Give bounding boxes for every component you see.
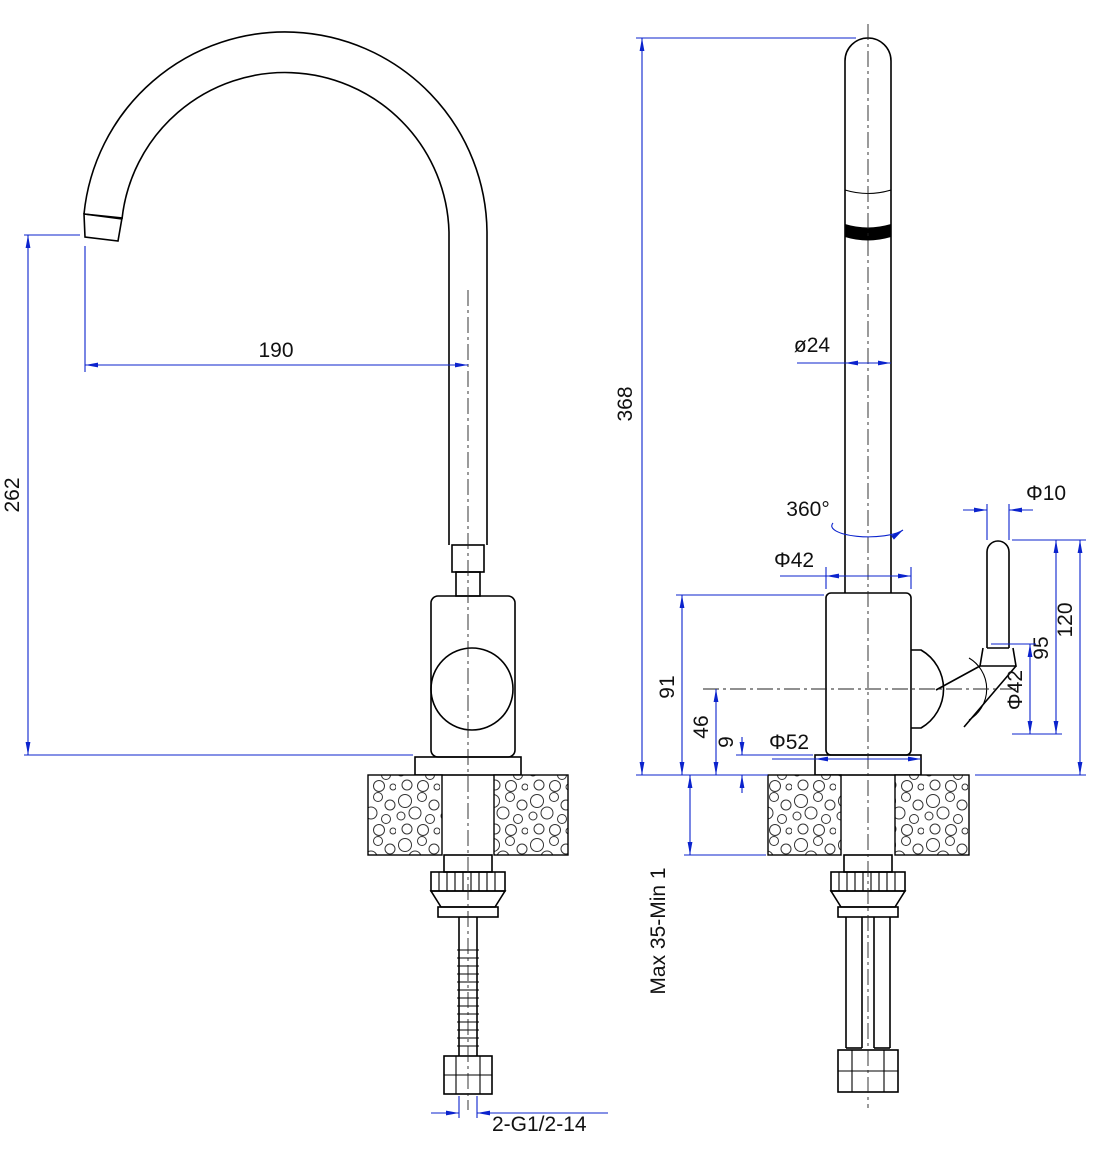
- dim-base-diameter: Φ52: [769, 731, 921, 762]
- dim-label-body-diameter: Φ42: [774, 549, 814, 572]
- dim-swivel-angle: 360°: [786, 498, 904, 540]
- dim-label-inlet-thread: 2-G1/2-14: [492, 1113, 587, 1136]
- dim-spout-height: 262: [1, 234, 413, 756]
- dim-label-base-diameter: Φ52: [769, 731, 809, 754]
- dim-label-overall-height: 368: [614, 386, 637, 421]
- side-view: [703, 24, 1017, 1108]
- dim-label-handle-top-to-joint-bottom: 95: [1030, 636, 1053, 659]
- dim-label-joint-diameter: Φ42: [1004, 670, 1027, 710]
- dim-body-diameter: Φ42: [774, 549, 912, 589]
- dim-handle-top-to-deck: 120: [975, 539, 1086, 776]
- knurl-ribs: [838, 872, 896, 891]
- aerator-band: [845, 224, 891, 241]
- dim-spout-reach: 190: [84, 246, 468, 372]
- gooseneck-spout: [83, 31, 488, 545]
- swivel-arc: [831, 522, 904, 540]
- knurl-ribs: [438, 872, 496, 891]
- dim-label-base-plate-thickness: 9: [715, 736, 738, 748]
- spout-tip-cap: [83, 213, 123, 242]
- dim-spout-tube-diameter: ø24: [794, 334, 891, 366]
- handle-ball-front: [430, 647, 514, 731]
- spout-tube-side: [844, 37, 892, 593]
- handle-lever-side: [911, 540, 1017, 729]
- dim-handle-lever-diameter: Φ10: [963, 482, 1066, 540]
- ball-joint: [911, 649, 945, 729]
- dim-inlet-thread: 2-G1/2-14: [431, 1096, 608, 1136]
- dim-label-body-height-above-deck: 91: [656, 675, 679, 698]
- mounting-hardware-side: [829, 854, 907, 1093]
- front-view: [83, 31, 569, 1110]
- faucet-body-front: [430, 595, 516, 758]
- dim-overall-height: 368: [614, 37, 856, 776]
- faucet-body-side: [825, 592, 912, 756]
- dim-label-spout-reach: 190: [258, 339, 293, 362]
- dim-label-swivel-angle: 360°: [786, 498, 829, 521]
- dim-body-height-above-deck: 91: [656, 594, 824, 775]
- dim-handle-axis-height: 46: [690, 689, 719, 775]
- dim-base-plate-thickness: 9: [715, 736, 813, 793]
- dim-label-spout-height: 262: [1, 477, 24, 512]
- countertop-left-side: [767, 774, 842, 856]
- dim-label-handle-axis-height: 46: [690, 715, 713, 738]
- lever-collar: [979, 647, 1017, 667]
- dim-label-handle-top-to-deck: 120: [1054, 602, 1077, 637]
- dim-label-handle-lever-diameter: Φ10: [1026, 482, 1066, 505]
- countertop-right-front: [493, 774, 569, 856]
- dim-label-counter-thickness-range: Max 35-Min 1: [647, 867, 670, 994]
- countertop-right-side: [894, 774, 970, 856]
- dim-joint-diameter: Φ42: [991, 643, 1036, 734]
- dim-counter-thickness-range: Max 35-Min 1: [647, 775, 766, 995]
- dim-label-spout-tube-diameter: ø24: [794, 334, 831, 357]
- dim-handle-top-to-joint-bottom: 95: [1012, 540, 1062, 735]
- countertop-left-front: [367, 774, 443, 856]
